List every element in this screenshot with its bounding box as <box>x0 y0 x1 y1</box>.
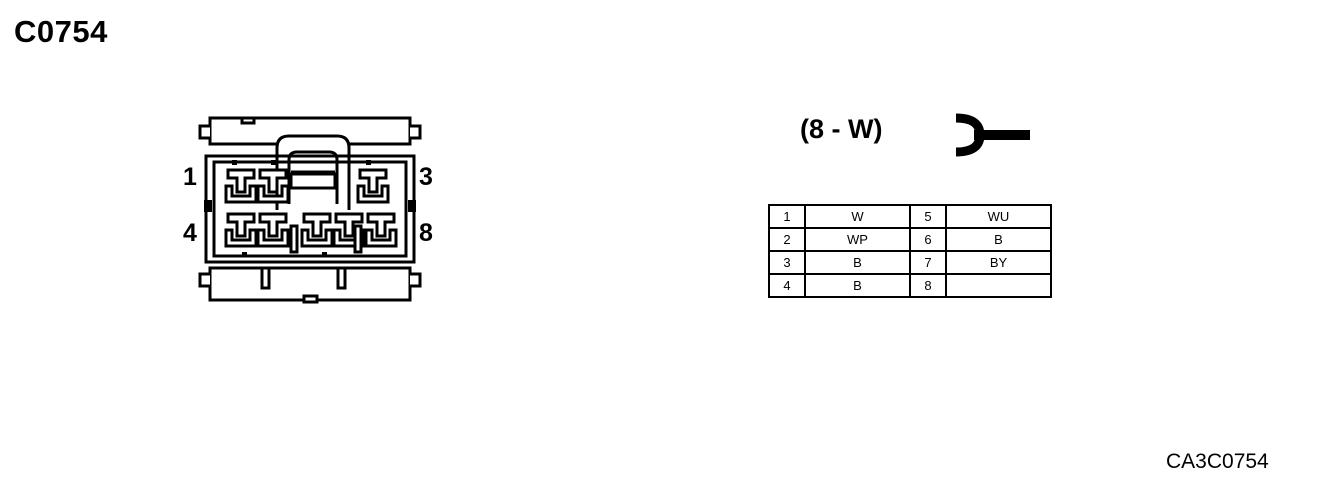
figure-reference-code: CA3C0754 <box>1166 450 1269 473</box>
bottom-flange <box>198 266 422 304</box>
wire-callout-label: (8 - W) <box>800 114 883 144</box>
terminal-socket-icon <box>955 113 1030 157</box>
cavity-dividers <box>289 224 363 254</box>
circuit-code-cell: W <box>804 204 911 229</box>
pin-label-bottom-left: 4 <box>183 219 197 247</box>
pin-assignment-table: 1 W 5 WU 2 WP 6 B 3 B 7 BY <box>768 204 1052 298</box>
table-row: 2 WP 6 B <box>768 227 1052 252</box>
terminal-cavity <box>364 212 398 248</box>
circuit-code-cell: B <box>804 273 911 298</box>
terminal-cavity-row-bottom <box>224 212 398 248</box>
connector-diagram <box>170 100 460 315</box>
terminal-cavity <box>256 212 290 248</box>
wire-callout: (8 - W) <box>800 110 1050 160</box>
terminal-cavity <box>256 168 290 204</box>
pin-number-cell: 3 <box>768 250 806 275</box>
pin-number-cell: 2 <box>768 227 806 252</box>
table-row: 4 B 8 <box>768 273 1052 298</box>
pin-label-top-right: 3 <box>419 163 433 191</box>
pin-table-body: 1 W 5 WU 2 WP 6 B 3 B 7 BY <box>768 204 1052 298</box>
pin-label-top-left: 1 <box>183 163 197 191</box>
terminal-cavity-row-top <box>224 168 390 204</box>
table-row: 3 B 7 BY <box>768 250 1052 275</box>
circuit-code-cell: WP <box>804 227 911 252</box>
pin-number-cell: 6 <box>909 227 947 252</box>
circuit-code-cell: WU <box>945 204 1052 229</box>
table-row: 1 W 5 WU <box>768 204 1052 229</box>
connector-face-svg <box>198 116 422 304</box>
terminal-cavity <box>224 168 258 204</box>
circuit-code-cell: BY <box>945 250 1052 275</box>
pin-number-cell: 7 <box>909 250 947 275</box>
terminal-cavity <box>356 168 390 204</box>
connector-body <box>204 154 416 264</box>
pin-number-cell: 8 <box>909 273 947 298</box>
pin-number-cell: 1 <box>768 204 806 229</box>
pin-number-cell: 4 <box>768 273 806 298</box>
page-title: C0754 <box>14 14 108 49</box>
circuit-code-cell: B <box>804 250 911 275</box>
terminal-cavity <box>300 212 334 248</box>
circuit-code-cell <box>945 273 1052 298</box>
pin-label-bottom-right: 8 <box>419 219 433 247</box>
terminal-cavity <box>224 212 258 248</box>
circuit-code-cell: B <box>945 227 1052 252</box>
pin-number-cell: 5 <box>909 204 947 229</box>
